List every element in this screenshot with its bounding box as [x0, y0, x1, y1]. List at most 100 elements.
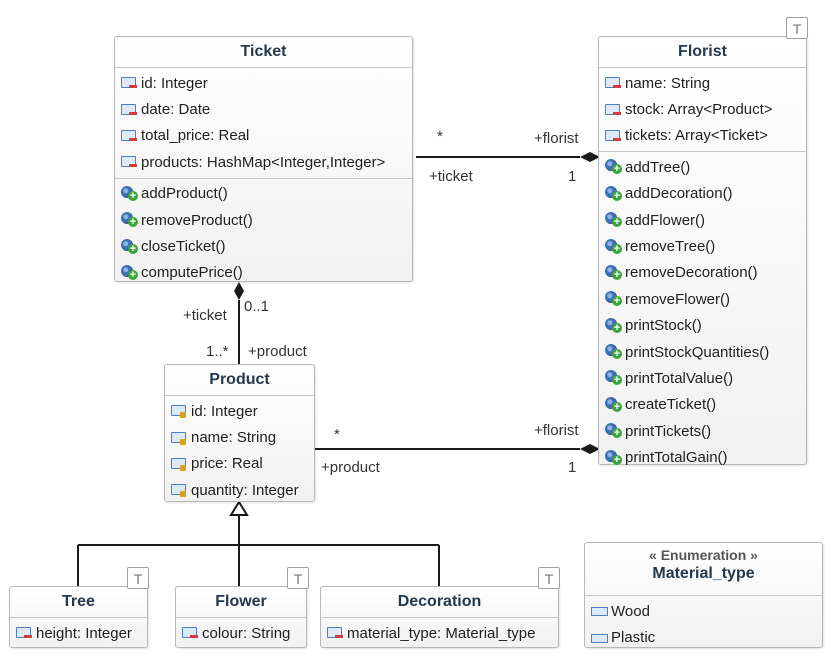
operations-compartment: addProduct() removeProduct() closeTicket…: [115, 179, 412, 289]
template-badge-flower: T: [287, 567, 309, 589]
operation-row[interactable]: removeDecoration(): [599, 260, 806, 286]
public-operation-icon: [605, 449, 622, 466]
literal-row[interactable]: Wood: [585, 598, 822, 624]
class-name: Tree: [10, 587, 147, 618]
class-name: Florist: [599, 37, 806, 68]
public-operation-icon: [605, 238, 622, 255]
attribute-row[interactable]: id: Integer: [165, 398, 314, 424]
enum-literal-icon: [591, 603, 608, 619]
protected-attribute-icon: [171, 403, 187, 419]
operation-row[interactable]: addProduct(): [115, 181, 412, 207]
operation-row[interactable]: removeProduct(): [115, 207, 412, 233]
operation-row[interactable]: printTickets(): [599, 418, 806, 444]
private-attribute-icon: [16, 625, 32, 641]
class-name: Material_type: [652, 565, 755, 582]
attribute-row[interactable]: colour: String: [176, 620, 306, 646]
public-operation-icon: [121, 238, 138, 255]
operation-row[interactable]: createTicket(): [599, 392, 806, 418]
class-product[interactable]: Product id: Integer name: String price: …: [164, 364, 315, 502]
private-attribute-icon: [121, 102, 137, 118]
operation-row[interactable]: addTree(): [599, 154, 806, 180]
attribute-row[interactable]: total_price: Real: [115, 123, 412, 149]
generalization-product-subclasses[interactable]: [77, 515, 440, 586]
template-badge-decoration: T: [538, 567, 560, 589]
multiplicity-florist-end: 1: [568, 459, 577, 476]
attribute-row[interactable]: products: HashMap<Integer,Integer>: [115, 149, 412, 175]
public-operation-icon: [605, 344, 622, 360]
public-operation-icon: [605, 185, 622, 202]
attribute-row[interactable]: date: Date: [115, 96, 412, 122]
operation-row[interactable]: removeFlower(): [599, 286, 806, 312]
enumeration-stereotype: « Enumeration »: [649, 547, 758, 563]
attributes-compartment: colour: String: [176, 618, 306, 648]
attributes-compartment: height: Integer: [10, 618, 147, 648]
class-name: Flower: [176, 587, 306, 618]
enum-literal-icon: [591, 630, 608, 646]
attribute-row[interactable]: tickets: Array<Ticket>: [599, 123, 806, 149]
class-florist[interactable]: Florist name: String stock: Array<Produc…: [598, 36, 807, 466]
composition-diamond-florist-product: [580, 444, 600, 454]
role-ticket-end: +ticket: [183, 307, 227, 324]
enumeration-header: « Enumeration » Material_type: [585, 547, 822, 596]
attribute-row[interactable]: name: String: [599, 70, 806, 96]
operation-row[interactable]: closeTicket(): [115, 233, 412, 259]
attributes-compartment: id: Integer date: Date total_price: Real…: [115, 68, 412, 179]
multiplicity-florist-end: 1: [568, 168, 577, 185]
private-attribute-icon: [121, 154, 137, 170]
class-tree[interactable]: Tree height: Integer: [9, 586, 148, 648]
attribute-row[interactable]: material_type: Material_type: [321, 620, 558, 646]
attribute-row[interactable]: stock: Array<Product>: [599, 96, 806, 122]
attributes-compartment: id: Integer name: String price: Real qua…: [165, 396, 314, 506]
attributes-compartment: name: String stock: Array<Product> ticke…: [599, 68, 806, 153]
attribute-row[interactable]: name: String: [165, 424, 314, 450]
composition-diamond-florist-ticket: [580, 152, 600, 162]
operation-row[interactable]: computePrice(): [115, 260, 412, 286]
public-operation-icon: [121, 212, 138, 228]
public-operation-icon: [605, 159, 622, 175]
protected-attribute-icon: [171, 456, 187, 472]
composition-diamond-ticket-product: [234, 282, 244, 300]
public-operation-icon: [605, 370, 622, 386]
attribute-row[interactable]: height: Integer: [10, 620, 147, 646]
private-attribute-icon: [121, 75, 137, 91]
operation-row[interactable]: printTotalValue(): [599, 365, 806, 391]
operation-row[interactable]: addFlower(): [599, 207, 806, 233]
literal-row[interactable]: Plastic: [585, 624, 822, 650]
multiplicity-product-end: 1..*: [206, 343, 229, 360]
operations-compartment: addTree() addDecoration() addFlower() re…: [599, 152, 806, 473]
generalization-arrowhead: [229, 500, 249, 516]
private-attribute-icon: [605, 102, 621, 118]
enumeration-material-type[interactable]: « Enumeration » Material_type Wood Plast…: [584, 542, 823, 648]
public-operation-icon: [605, 317, 622, 334]
multiplicity-product-end: *: [334, 426, 340, 443]
protected-attribute-icon: [171, 430, 187, 446]
public-operation-icon: [605, 264, 622, 281]
attribute-row[interactable]: quantity: Integer: [165, 477, 314, 503]
operation-row[interactable]: removeTree(): [599, 233, 806, 259]
public-operation-icon: [605, 212, 622, 228]
private-attribute-icon: [605, 128, 621, 144]
class-flower[interactable]: Flower colour: String: [175, 586, 307, 648]
operation-row[interactable]: printTotalGain(): [599, 444, 806, 470]
private-attribute-icon: [605, 75, 621, 91]
public-operation-icon: [121, 185, 138, 202]
operation-row[interactable]: printStock(): [599, 313, 806, 339]
public-operation-icon: [605, 423, 622, 439]
private-attribute-icon: [182, 625, 198, 641]
multiplicity-ticket-end: 0..1: [244, 298, 270, 315]
class-name: Ticket: [115, 37, 412, 68]
class-decoration[interactable]: Decoration material_type: Material_type: [320, 586, 559, 648]
role-florist-end: +florist: [534, 130, 579, 147]
private-attribute-icon: [327, 625, 343, 641]
attribute-row[interactable]: price: Real: [165, 451, 314, 477]
attribute-row[interactable]: id: Integer: [115, 70, 412, 96]
operation-row[interactable]: addDecoration(): [599, 181, 806, 207]
role-product-end: +product: [321, 459, 380, 476]
role-ticket-end: +ticket: [429, 168, 473, 185]
class-ticket[interactable]: Ticket id: Integer date: Date total_pric…: [114, 36, 413, 282]
literals-compartment: Wood Plastic: [585, 596, 822, 653]
class-name: Decoration: [321, 587, 558, 618]
template-badge-tree: T: [127, 567, 149, 589]
private-attribute-icon: [121, 128, 137, 144]
operation-row[interactable]: printStockQuantities(): [599, 339, 806, 365]
